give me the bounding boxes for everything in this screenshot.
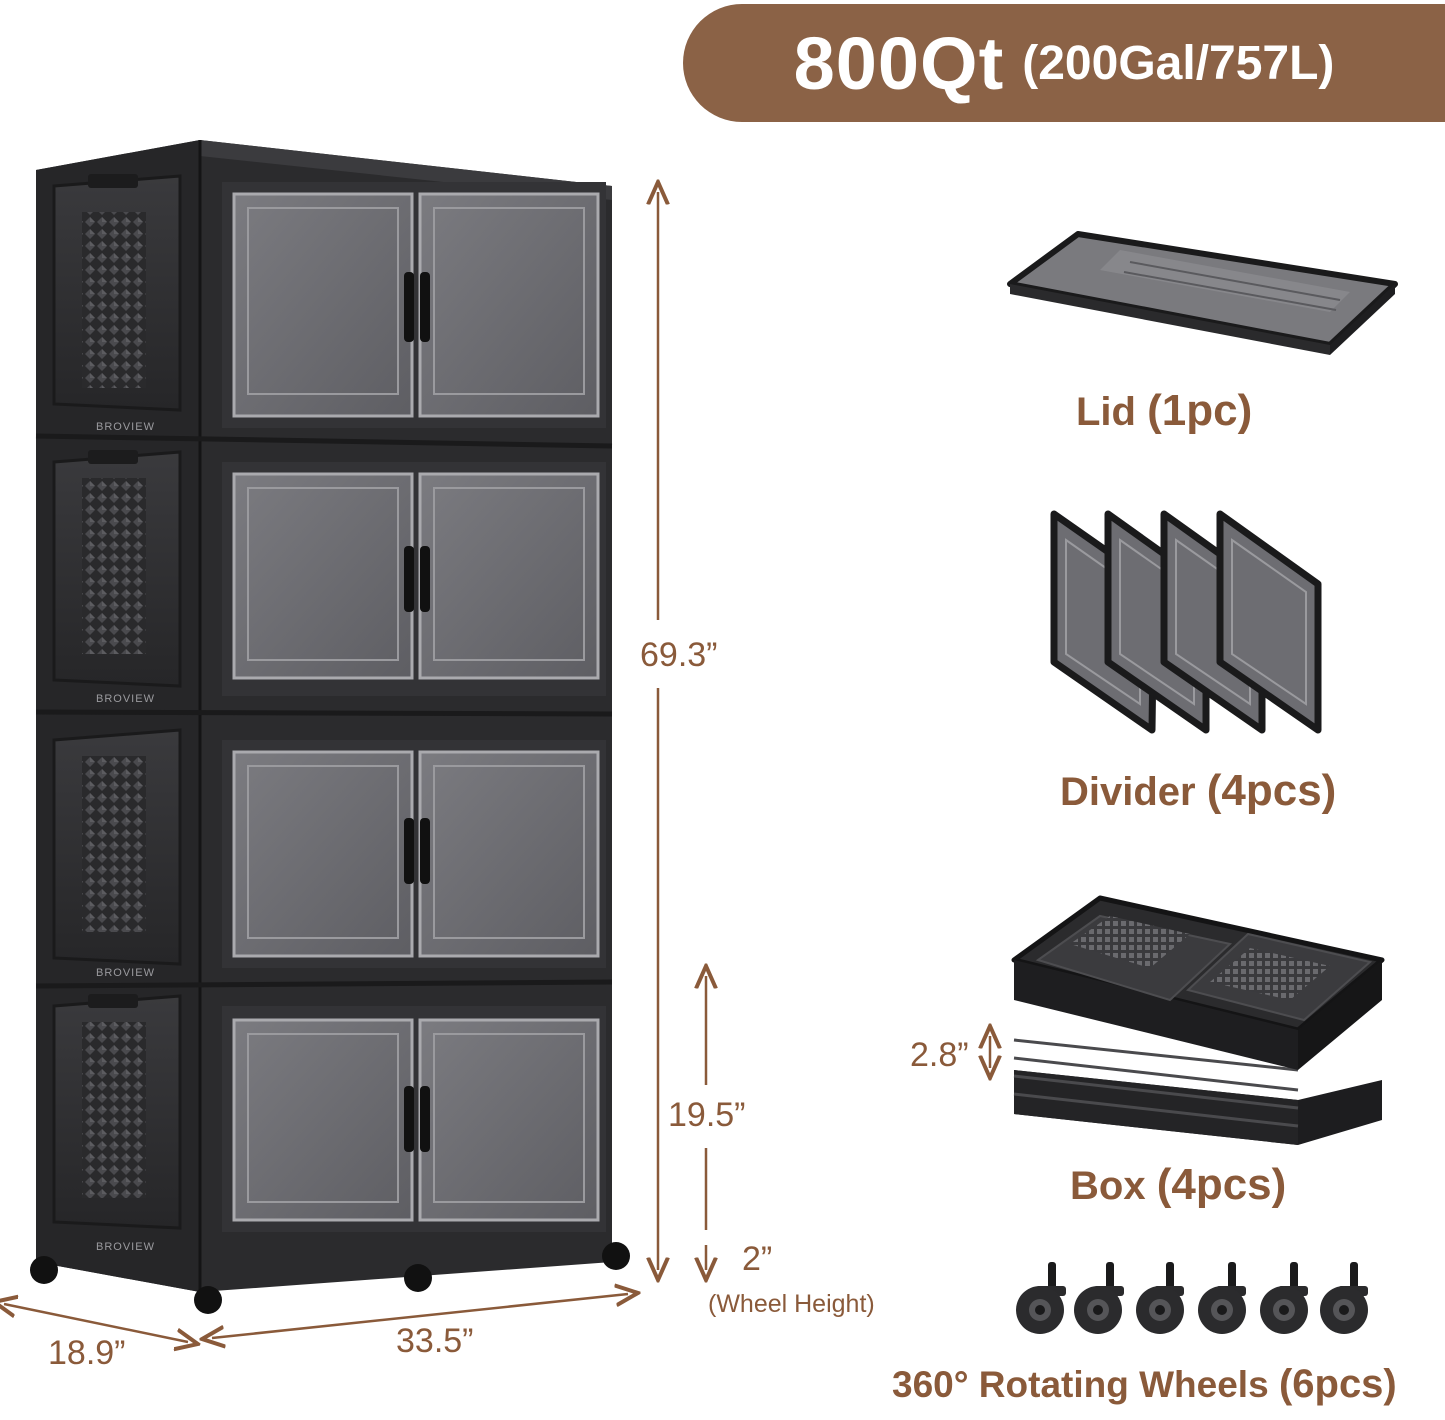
box-label: Box (4pcs) [1070,1160,1287,1209]
wheels-label: 360° Rotating Wheels (6pcs) [892,1362,1397,1406]
storage-tier-1: BROVIEW [52,174,606,433]
brand-mark: BROVIEW [96,693,155,705]
lid-part [1007,231,1398,355]
storage-cabinet: BROVIEW BROVIEW BROVIEW [30,140,630,1314]
divider-parts [1050,510,1322,734]
divider-label: Divider (4pcs) [1060,766,1337,815]
storage-tier-4: BROVIEW [52,994,606,1253]
folded-thickness-label: 2.8” [910,1036,969,1074]
storage-tier-2: BROVIEW [52,450,606,705]
box-height-label: 19.5” [668,1096,746,1134]
rotating-wheels [1016,1262,1368,1334]
folded-box-parts [1011,895,1385,1145]
capacity-gallons-liters: (200Gal/757L) [1022,36,1335,90]
wheel-height-label: 2” [742,1240,773,1278]
capacity-banner: 800Qt (200Gal/757L) [683,4,1445,122]
storage-tier-3: BROVIEW [52,728,606,979]
width-label: 33.5” [396,1322,474,1360]
dimension-lines [4,192,990,1342]
height-label: 69.3” [640,636,718,674]
wheel-height-note: (Wheel Height) [708,1290,875,1318]
brand-mark: BROVIEW [96,967,155,979]
lid-label: Lid (1pc) [1076,386,1253,435]
brand-mark: BROVIEW [96,1241,155,1253]
depth-label: 18.9” [48,1334,126,1372]
brand-mark: BROVIEW [96,421,155,433]
capacity-quarts: 800Qt [793,21,1005,105]
